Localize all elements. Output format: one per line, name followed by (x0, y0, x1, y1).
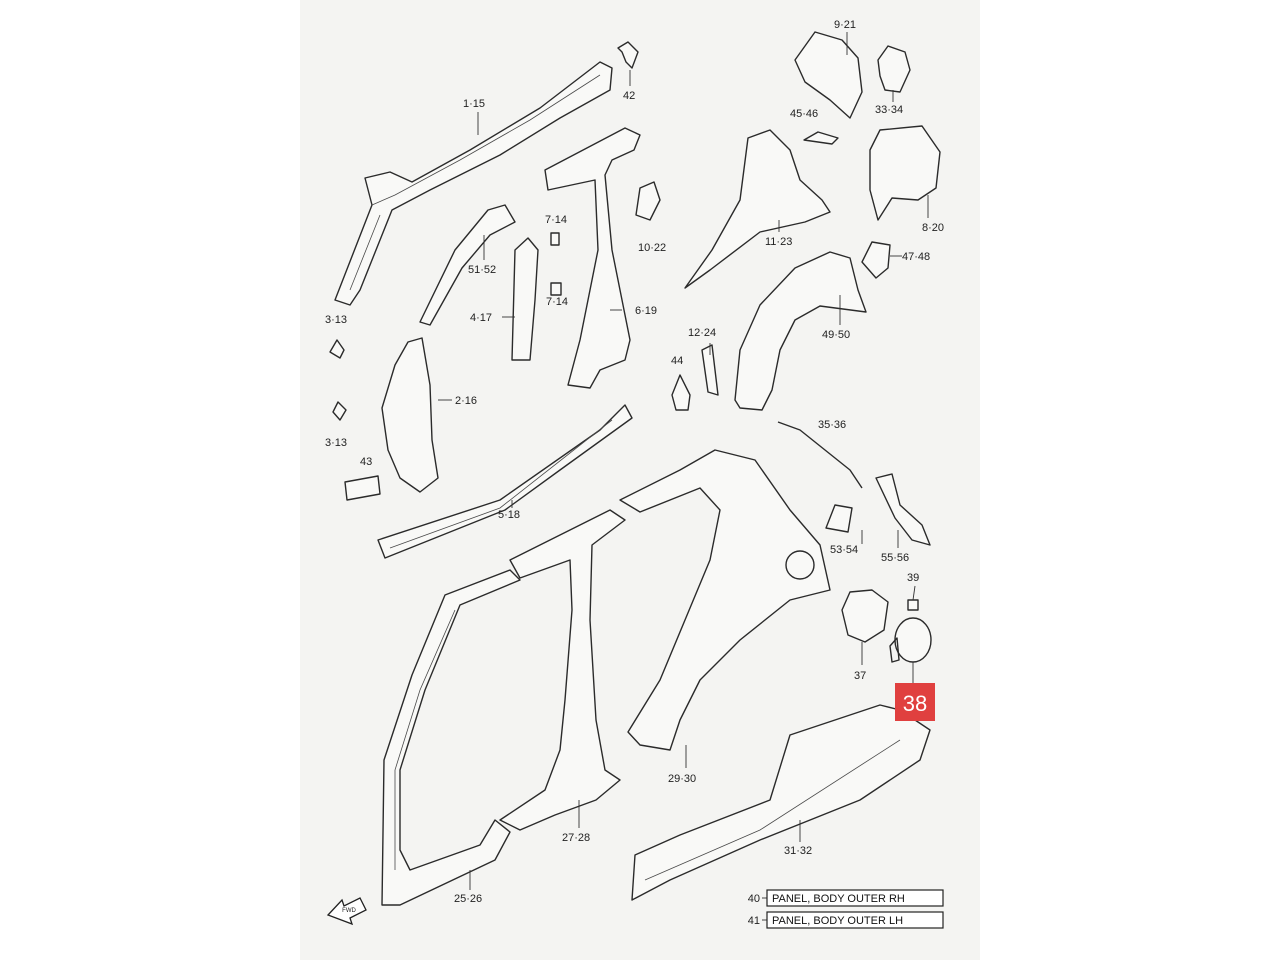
callout-7-14b: 7·14 (546, 296, 568, 308)
part-4-17 (511, 237, 539, 361)
front-arrow-icon: FWD (326, 897, 367, 926)
callouts: 1·15 42 9·21 33·34 45·46 8·20 7·14 10·22… (325, 19, 944, 905)
callout-25-26: 25·26 (454, 893, 482, 905)
part-6-19 (544, 127, 641, 389)
legend-box-40 (766, 889, 944, 907)
callout-47-48: 47·48 (902, 251, 930, 263)
callout-3-13b: 3·13 (325, 437, 347, 449)
highlight-box (895, 683, 935, 721)
part-7-14a (550, 232, 560, 246)
part-38-hinge (889, 637, 900, 663)
legend-number-40: 40 (748, 893, 760, 905)
part-5-18 (377, 404, 633, 559)
part-42-bracket (617, 41, 639, 69)
legend-box-41 (766, 911, 944, 929)
part-11-23 (684, 129, 831, 289)
legend-text-40: PANEL, BODY OUTER RH (772, 893, 905, 905)
part-2-16 (381, 337, 439, 493)
callout-45-46: 45·46 (790, 108, 818, 120)
part-53-54 (825, 504, 853, 533)
part-55-56 (875, 473, 931, 546)
part-roof-side-rail (334, 61, 613, 306)
legend-number-41: 41 (748, 915, 760, 927)
part-49-50 (734, 251, 867, 411)
callout-6-19: 6·19 (635, 305, 657, 317)
part-7-14b (550, 282, 562, 296)
callout-4-17: 4·17 (470, 312, 492, 324)
part-9-21 (794, 31, 863, 119)
part-45-46 (803, 131, 839, 145)
part-51-52 (419, 204, 516, 326)
callout-7-14a: 7·14 (545, 214, 567, 226)
part-3-13b (332, 401, 347, 421)
part-front-door-opening-25-26 (381, 569, 521, 906)
callout-1-15: 1·15 (463, 98, 485, 110)
callout-35-36: 35·36 (818, 419, 846, 431)
callout-3-13a: 3·13 (325, 314, 347, 326)
part-47-48 (861, 241, 891, 279)
callout-49-50: 49·50 (822, 329, 850, 341)
callout-9-21: 9·21 (834, 19, 856, 31)
part-33-34 (877, 45, 911, 93)
part-39 (907, 599, 919, 611)
part-10-22 (635, 181, 661, 221)
callout-55-56: 55·56 (881, 552, 909, 564)
callout-33-34: 33·34 (875, 104, 903, 116)
callout-29-30: 29·30 (668, 773, 696, 785)
callout-44: 44 (671, 355, 683, 367)
front-arrow-label: FWD (342, 908, 356, 914)
callout-8-20: 8·20 (922, 222, 944, 234)
part-3-13a (329, 339, 345, 359)
callout-43: 43 (360, 456, 372, 468)
callout-10-22: 10·22 (638, 242, 666, 254)
highlight-part-38: 38 (895, 683, 935, 721)
part-rear-quarter-29-30 (619, 449, 831, 751)
callout-2-16: 2·16 (455, 395, 477, 407)
callout-27-28: 27·28 (562, 832, 590, 844)
callout-53-54: 53·54 (830, 544, 858, 556)
callout-12-24: 12·24 (688, 327, 716, 339)
callout-31-32: 31·32 (784, 845, 812, 857)
leader-lines (438, 32, 929, 890)
part-8-20 (869, 125, 941, 221)
callout-5-18: 5·18 (498, 509, 520, 521)
callout-37: 37 (854, 670, 866, 682)
callout-42: 42 (623, 90, 635, 102)
part-37-fuel-housing (841, 589, 889, 643)
callout-11-23: 11·23 (765, 236, 792, 248)
part-rocker-31-32 (631, 704, 931, 901)
legend: 40 PANEL, BODY OUTER RH 41 PANEL, BODY O… (748, 889, 944, 929)
callout-39: 39 (907, 572, 919, 584)
part-44 (671, 374, 691, 411)
callout-51-52: 51·52 (468, 264, 496, 276)
part-center-pillar-27-28 (499, 509, 626, 831)
part-35-36 (777, 421, 863, 489)
highlight-number: 38 (903, 691, 927, 716)
legend-text-41: PANEL, BODY OUTER LH (772, 915, 903, 927)
part-38-fuel-lid (894, 617, 932, 663)
part-43 (344, 475, 381, 501)
